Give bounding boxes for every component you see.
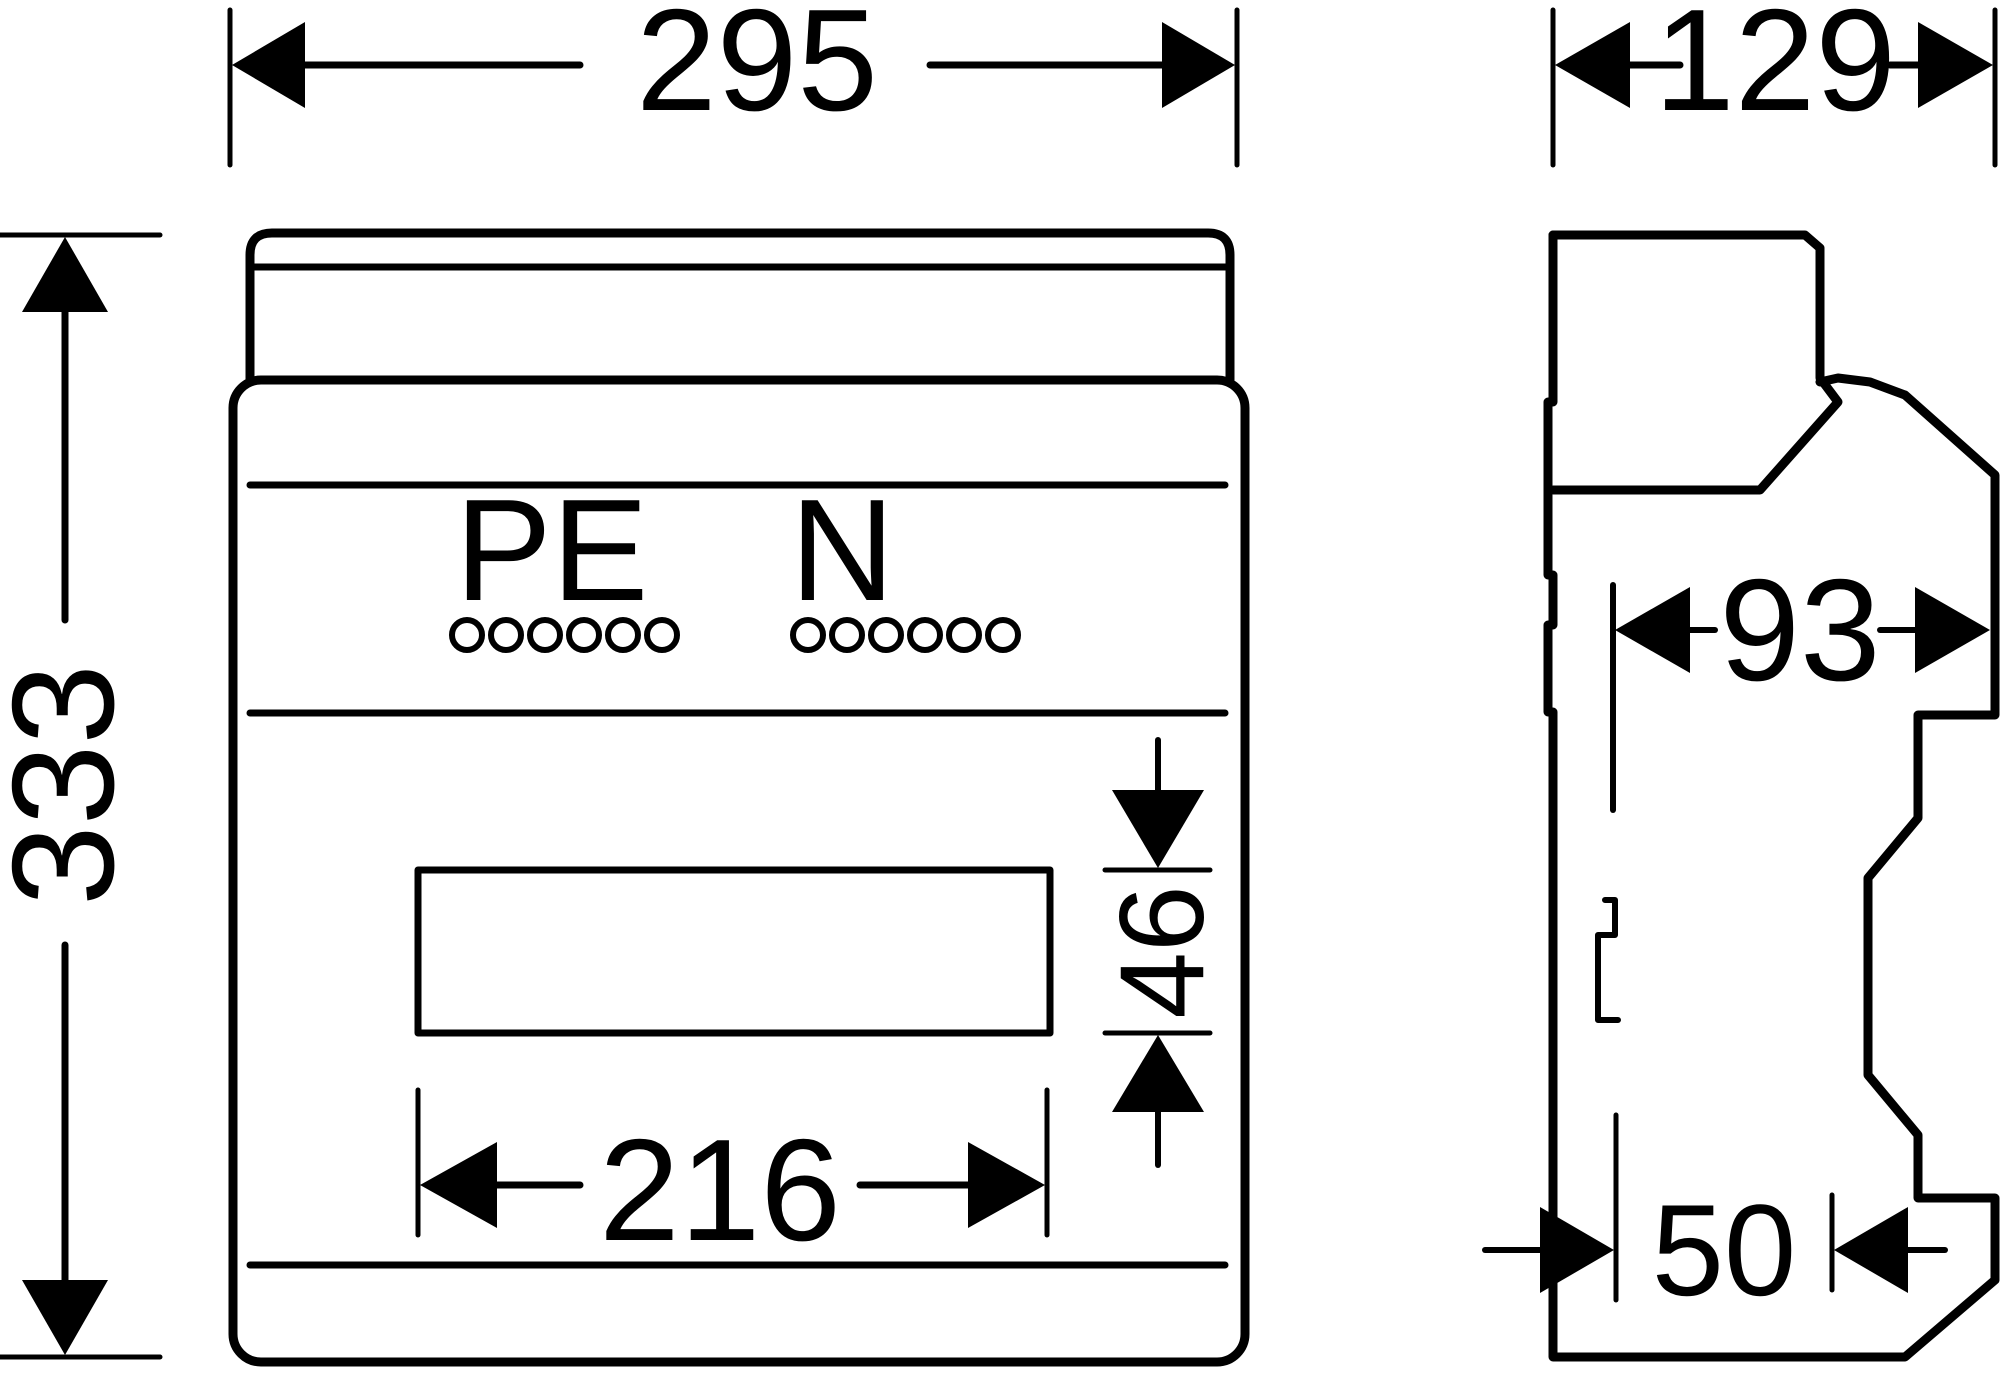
pe-terminal-4 [566, 617, 602, 653]
height-arrow-bottom [22, 1280, 108, 1355]
front-view: PE N [228, 228, 1250, 1367]
bottom-offset-arrow-right [1834, 1207, 1908, 1293]
height-value: 333 [0, 664, 144, 906]
n-terminal-5 [946, 617, 982, 653]
side-inner-bracket [1595, 897, 1621, 1023]
height-arrow-top [22, 237, 108, 312]
inner-depth-dimension: 93 [1615, 549, 1990, 711]
n-terminal-row [790, 617, 1021, 653]
inner-depth-arrow-right [1915, 587, 1990, 673]
pe-terminal-1 [449, 617, 485, 653]
n-terminal-3 [868, 617, 904, 653]
depth-dimension: 129 [1550, 0, 1998, 168]
pe-terminal-row [449, 617, 680, 653]
window-width-dimension: 216 [415, 1087, 1050, 1271]
width-dimension: 295 [227, 0, 1240, 168]
pe-terminal-5 [605, 617, 641, 653]
depth-arrow-left [1555, 22, 1630, 108]
window-width-value: 216 [599, 1109, 841, 1271]
n-label: N [790, 469, 895, 631]
n-terminal-1 [790, 617, 826, 653]
n-terminal-2 [829, 617, 865, 653]
window-cutout [414, 866, 1054, 1037]
height-dimension: 333 [0, 232, 163, 1360]
window-height-value: 46 [1095, 885, 1229, 1018]
n-terminal-4 [907, 617, 943, 653]
pe-terminal-3 [527, 617, 563, 653]
enclosure-body [228, 375, 1250, 1367]
side-lid-profile [1548, 230, 1843, 495]
pe-terminal-2 [488, 617, 524, 653]
bottom-offset-dimension: 50 [1482, 1112, 1948, 1323]
window-height-arrow-top [1112, 790, 1204, 868]
n-terminal-6 [985, 617, 1021, 653]
side-view [1543, 230, 2000, 1362]
depth-value: 129 [1654, 0, 1896, 141]
window-height-arrow-bottom [1112, 1035, 1204, 1112]
inner-depth-arrow-left [1615, 587, 1690, 673]
bottom-offset-value: 50 [1652, 1177, 1797, 1323]
width-value: 295 [636, 0, 878, 141]
depth-arrow-right [1918, 22, 1993, 108]
width-arrow-right [1162, 22, 1235, 108]
pe-terminal-6 [644, 617, 680, 653]
side-profile-outline [1543, 230, 2000, 1362]
window-height-dimension: 46 [1095, 737, 1229, 1168]
enclosure-lid [245, 228, 1235, 385]
width-arrow-left [232, 22, 305, 108]
bottom-offset-arrow-left [1540, 1207, 1614, 1293]
window-width-arrow-left [420, 1142, 497, 1228]
pe-label: PE [455, 469, 648, 631]
inner-depth-value: 93 [1719, 549, 1880, 711]
window-width-arrow-right [968, 1142, 1045, 1228]
